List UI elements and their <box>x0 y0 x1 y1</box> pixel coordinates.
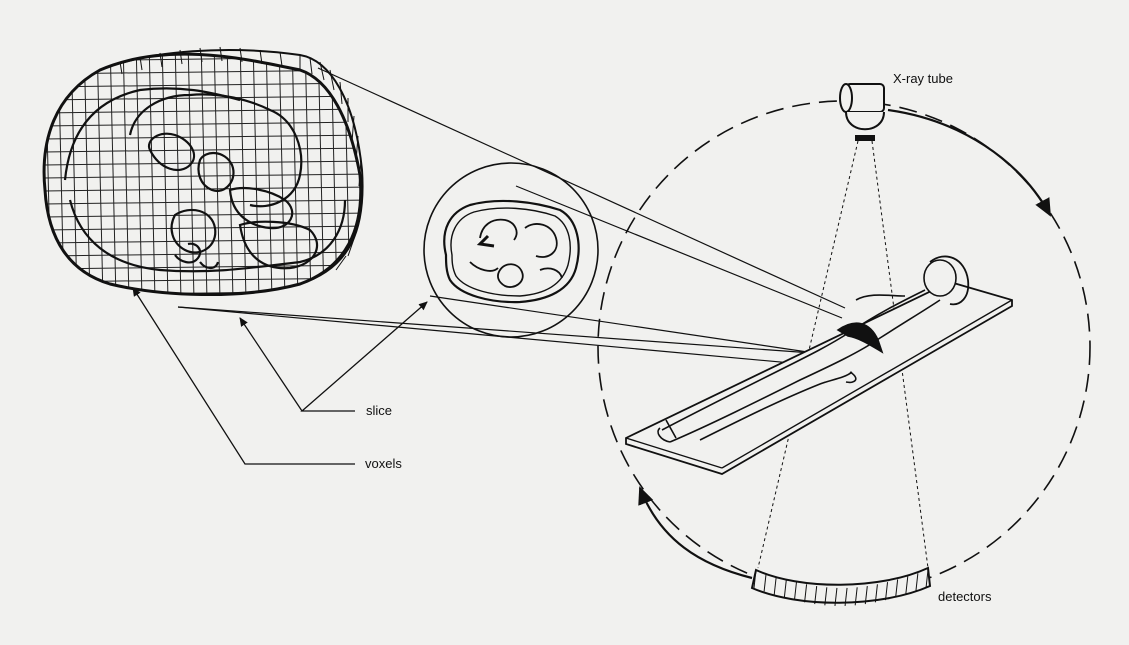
voxel-grid-line <box>44 277 361 283</box>
slice-thumbnail <box>423 162 599 338</box>
voxel-grid-line <box>343 54 351 295</box>
voxel-grid-line <box>109 54 117 295</box>
label-xray-tube: X-ray tube <box>893 71 953 86</box>
detector-cell <box>804 584 808 603</box>
detector-cell <box>854 587 858 606</box>
detector-cell <box>905 576 909 595</box>
label-detectors: detectors <box>938 589 992 604</box>
detector-array <box>750 566 932 606</box>
voxel-grid-line <box>40 44 370 48</box>
voxel-grid-line <box>135 54 143 295</box>
slice-organs <box>63 87 347 273</box>
detector-cell <box>895 579 899 598</box>
voxel-grid-line <box>96 54 104 295</box>
voxel-grid-line <box>44 160 361 166</box>
projection-lines <box>177 67 849 369</box>
voxel-grid-line <box>44 199 361 205</box>
voxel-grid-line <box>317 54 325 295</box>
voxel-grid-line <box>44 54 52 295</box>
detector-cell <box>915 573 919 592</box>
voxel-grid-line <box>44 121 361 127</box>
voxel-grid-line <box>44 134 361 140</box>
voxel-grid-line <box>44 147 361 153</box>
detector-cell <box>824 587 828 606</box>
voxel-grid-line <box>57 54 65 295</box>
voxel-grid-line <box>44 173 361 179</box>
voxel-grid-line <box>44 82 361 88</box>
voxel-grid-line <box>252 54 260 295</box>
voxel-grid-line <box>44 56 361 62</box>
xray-fan-beam <box>757 140 929 569</box>
voxel-grid-line <box>44 108 361 114</box>
voxel-grid-line <box>265 54 273 295</box>
voxel-grid-line <box>44 186 361 192</box>
patient-figure <box>657 255 970 443</box>
detector-cell <box>885 582 889 601</box>
voxel-grid-line <box>226 54 234 295</box>
voxel-grid-line <box>44 212 361 218</box>
detector-cell <box>773 576 777 595</box>
voxel-grid-line <box>161 54 169 295</box>
voxel-grid-line <box>44 95 361 101</box>
label-voxels: voxels <box>365 456 402 471</box>
voxel-grid <box>40 44 370 295</box>
detector-cell <box>864 586 868 605</box>
detector-cell <box>925 569 929 589</box>
detector-cell <box>874 584 878 603</box>
detector-cell <box>763 573 767 592</box>
xray-tube-icon <box>839 83 885 141</box>
voxel-grid-line <box>278 54 286 295</box>
detector-cell <box>753 569 757 589</box>
voxel-grid-line <box>239 54 247 295</box>
detector-cell <box>844 587 848 606</box>
voxel-grid-line <box>148 54 156 295</box>
detector-cell <box>834 587 838 606</box>
voxel-grid-line <box>122 54 130 295</box>
label-slice: slice <box>366 403 392 418</box>
detector-cell <box>783 579 787 598</box>
enlarged-slice <box>40 44 370 296</box>
voxel-grid-line <box>83 54 91 295</box>
voxel-grid-line <box>200 54 208 295</box>
label-leaders <box>132 287 428 465</box>
voxel-grid-line <box>44 69 361 75</box>
voxel-grid-line <box>213 54 221 295</box>
detector-cell <box>814 586 818 605</box>
slice-outline <box>42 52 363 296</box>
voxel-grid-line <box>44 225 361 231</box>
voxel-grid-line <box>187 54 195 295</box>
voxel-grid-line <box>291 54 299 295</box>
patient-table <box>625 281 1013 475</box>
detector-cell <box>793 582 797 601</box>
